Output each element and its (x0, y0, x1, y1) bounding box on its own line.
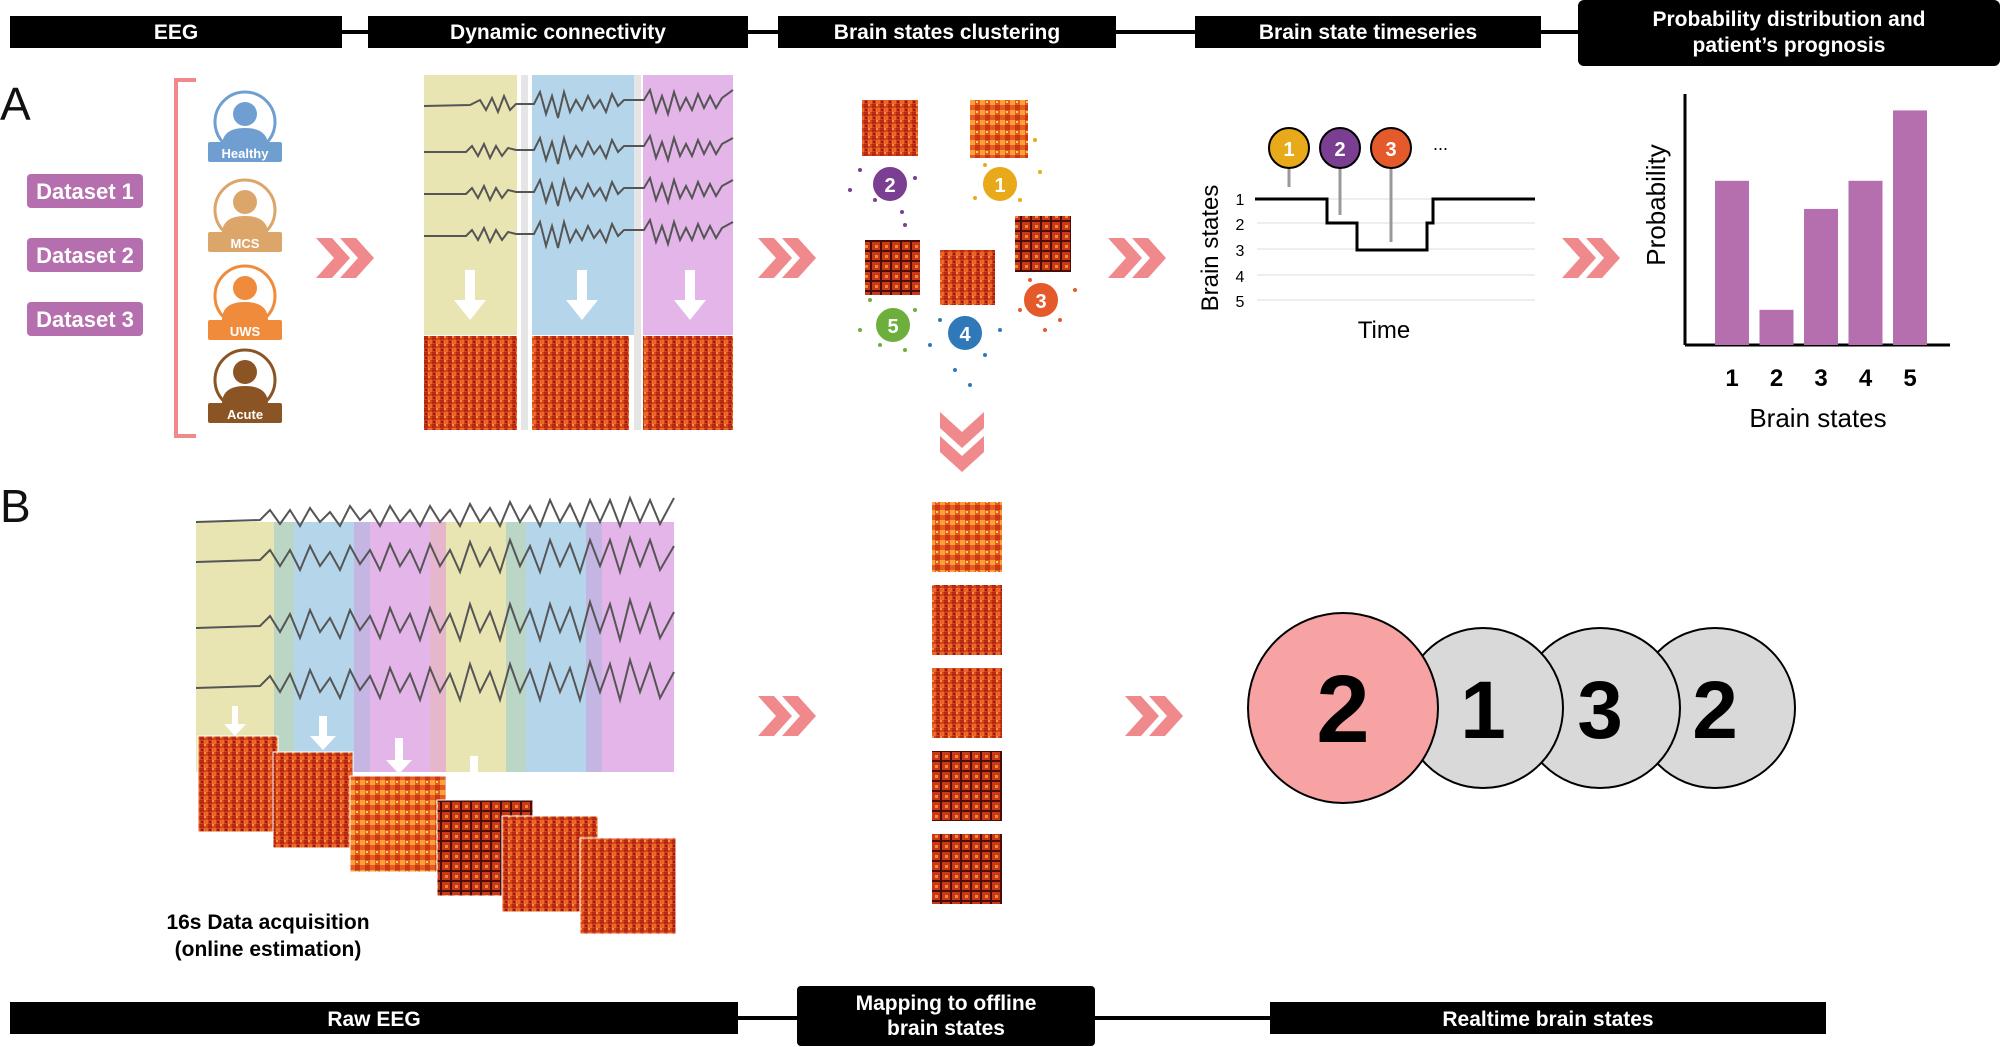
pipeline-step-eeg: EEG (154, 21, 198, 44)
chevron-arrow-icon (1125, 696, 1183, 736)
timeseries-plot: 1 2 3 ... 1 2 3 4 5 Brain states Time (1197, 127, 1535, 344)
patient-uws: UWS (208, 264, 282, 340)
prob-xtick-4: 4 (1859, 365, 1873, 392)
eeg-traces-b (195, 495, 675, 704)
offline-states-column (932, 502, 1002, 904)
realtime-state-current: 2 (1316, 656, 1369, 763)
realtime-states: 2 1 3 2 (1247, 612, 1796, 804)
online-matrices (197, 735, 677, 935)
ts-ytick-4: 4 (1236, 269, 1245, 286)
ts-ylabel: Brain states (1197, 185, 1224, 312)
bottom-step-realtime-bg (1270, 1002, 1826, 1034)
patient-label-mcs: MCS (231, 236, 260, 251)
acquisition-caption-line2: (online estimation) (175, 938, 362, 961)
pipeline-step-probability: Probability distribution and patient’s p… (1653, 8, 1926, 57)
patient-label-acute: Acute (227, 407, 263, 422)
svg-text:2: 2 (884, 175, 895, 197)
prob-ylabel: Probability (1641, 144, 1671, 265)
chevron-arrow-icon (1108, 238, 1166, 278)
pipeline-step-dynamic-connectivity: Dynamic connectivity (450, 21, 666, 44)
bottom-step-realtime: Realtime brain states (1442, 1008, 1653, 1031)
svg-text:5: 5 (887, 316, 898, 338)
bottom-step-mapping-bg (797, 986, 1095, 1046)
realtime-state-previous-1: 1 (1460, 665, 1506, 756)
cluster-4: 4 (946, 314, 984, 352)
prob-bar-1 (1715, 180, 1749, 345)
ts-ytick-1: 1 (1236, 192, 1245, 209)
chevron-arrow-icon (758, 238, 816, 278)
cluster-5: 5 (874, 306, 912, 344)
connectivity-windows (424, 75, 733, 430)
panel-label-a: A (0, 78, 31, 130)
bottom-step-mapping: Mapping to offline brain states (856, 992, 1037, 1040)
svg-text:4: 4 (959, 324, 971, 346)
prob-bar-2 (1759, 309, 1794, 345)
eeg-traces-a (423, 87, 734, 250)
chevron-arrow-icon (758, 696, 816, 736)
dataset-3: Dataset 3 (36, 307, 134, 332)
prob-xlabel: Brain states (1749, 403, 1886, 433)
ts-ytick-5: 5 (1236, 294, 1245, 311)
probability-chart: Probability Brain states 1 2 3 4 5 (1641, 94, 1950, 433)
ts-ellipsis: ... (1433, 134, 1448, 154)
prob-xtick-2: 2 (1770, 365, 1783, 392)
cluster-3: 3 (1022, 281, 1060, 319)
realtime-state-previous-2: 3 (1577, 665, 1623, 756)
prob-bar-5 (1893, 110, 1927, 345)
panel-label-b: B (0, 480, 31, 532)
pipeline-step-timeseries: Brain state timeseries (1259, 21, 1477, 44)
pipeline-step-clustering: Brain states clustering (834, 21, 1060, 44)
prob-xtick-1: 1 (1725, 365, 1738, 392)
prob-bar-3 (1804, 208, 1838, 345)
cluster-1: 1 (981, 165, 1019, 203)
down-arrow-icon (224, 706, 642, 834)
chevron-arrow-icon (1562, 238, 1620, 278)
acquisition-caption-line1: 16s Data acquisition (166, 911, 369, 934)
ts-xlabel: Time (1358, 317, 1410, 344)
cluster-scatter (848, 100, 1077, 387)
realtime-state-previous-3: 2 (1692, 665, 1738, 756)
patient-mcs: MCS (208, 178, 282, 252)
patient-acute: Acute (208, 348, 282, 423)
ts-marker-3: 3 (1385, 139, 1396, 161)
dataset-1: Dataset 1 (36, 179, 134, 204)
dataset-list: Dataset 1 Dataset 2 Dataset 3 (27, 174, 143, 336)
top-pipeline: EEG Dynamic connectivity Brain states cl… (10, 0, 2000, 66)
down-arrow-icon (454, 270, 706, 320)
ts-marker-1: 1 (1283, 139, 1294, 161)
svg-text:1: 1 (994, 175, 1005, 197)
ts-ytick-3: 3 (1236, 243, 1245, 260)
prob-bar-4 (1848, 180, 1883, 345)
ts-marker-2: 2 (1334, 139, 1345, 161)
patient-healthy: Healthy (208, 90, 282, 162)
chevron-arrow-icon (316, 238, 374, 278)
svg-text:3: 3 (1035, 291, 1046, 313)
patient-label-uws: UWS (230, 324, 261, 339)
prob-xtick-5: 5 (1903, 365, 1916, 392)
ts-ytick-2: 2 (1236, 217, 1245, 234)
prob-xtick-3: 3 (1814, 365, 1827, 392)
chevron-down-icon (940, 412, 984, 472)
online-windows (196, 522, 674, 772)
dataset-2: Dataset 2 (36, 243, 134, 268)
bottom-step-raw-eeg-bg (10, 1002, 738, 1034)
bottom-step-raw-eeg: Raw EEG (327, 1008, 420, 1031)
cluster-2: 2 (871, 165, 909, 203)
patient-label-healthy: Healthy (222, 146, 270, 161)
patient-bracket (174, 78, 196, 438)
